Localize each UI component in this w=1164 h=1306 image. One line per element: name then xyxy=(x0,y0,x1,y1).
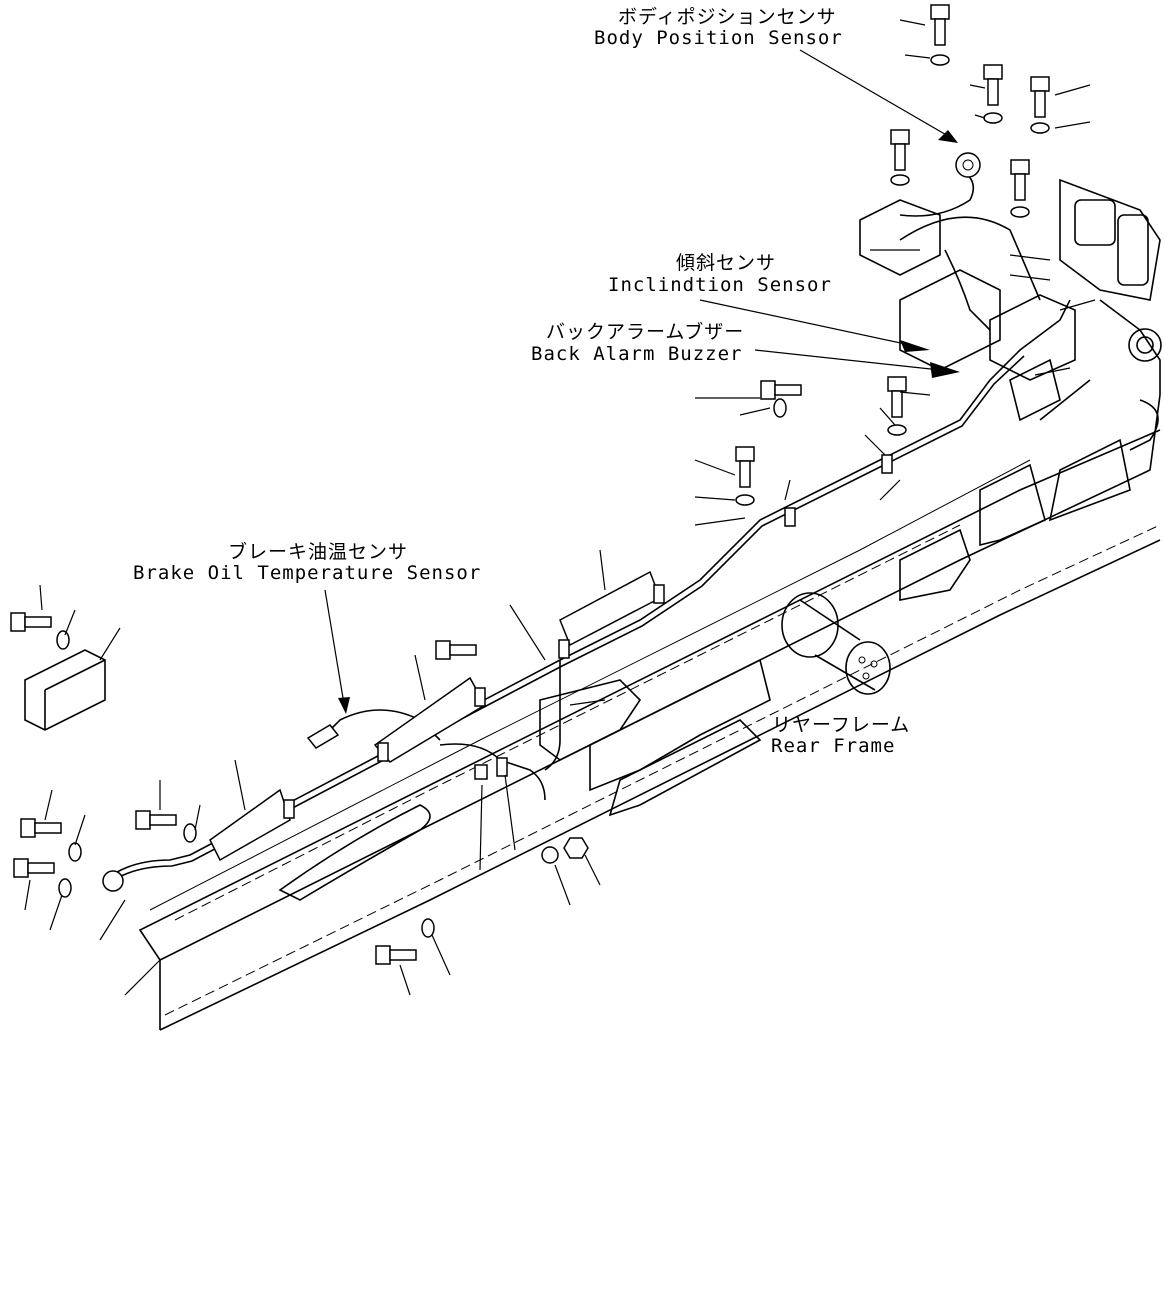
rear-frame-outline xyxy=(24,178,1162,1031)
body-position-sensor-label-jp: ボディポジションセンサ xyxy=(618,6,837,28)
fasteners xyxy=(10,4,1050,965)
back-alarm-buzzer-label-en: Back Alarm Buzzer xyxy=(531,343,743,365)
back-alarm-buzzer-label-jp: バックアラームブザー xyxy=(546,321,745,343)
brake-oil-temperature-sensor-label-jp: ブレーキ油温センサ xyxy=(228,541,409,563)
inclination-sensor-label-jp: 傾斜センサ xyxy=(676,252,777,274)
inclination-sensor-label-en: Inclindtion Sensor xyxy=(608,274,832,296)
leader-arrows xyxy=(338,130,960,714)
rear-frame-label-jp: リヤーフレーム xyxy=(772,714,911,736)
rear-frame-label-en: Rear Frame xyxy=(771,735,896,757)
wiring-harness xyxy=(102,152,1071,892)
leader-lines xyxy=(24,19,1096,996)
brake-oil-temperature-sensor-label-en: Brake Oil Temperature Sensor xyxy=(133,562,482,584)
body-position-sensor-label-en: Body Position Sensor xyxy=(594,27,843,49)
